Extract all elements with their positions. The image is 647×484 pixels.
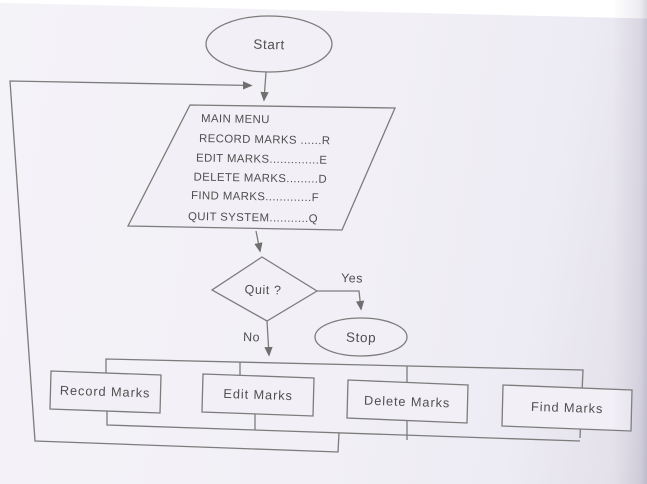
no-branch-arrow (264, 320, 273, 357)
start-terminator (205, 15, 333, 73)
menu-line-find: FIND MARKS.............F (191, 190, 319, 204)
yes-branch-arrow (317, 290, 365, 311)
start-to-menu-arrow (260, 71, 269, 102)
find-marks-label: Find Marks (531, 399, 604, 416)
menu-line-edit: EDIT MARKS..............E (196, 153, 328, 167)
menu-line-quit: QUIT SYSTEM...........Q (188, 211, 318, 225)
menu-line-title: MAIN MENU (201, 113, 270, 126)
record-marks-box (49, 370, 162, 414)
decision-label: Quit ? (244, 283, 281, 298)
start-label: Start (253, 37, 285, 53)
mid-rail-connector (106, 411, 581, 442)
stop-label: Stop (346, 330, 377, 346)
menu-line-delete: DELETE MARKS.........D (193, 172, 327, 186)
yes-label: Yes (341, 271, 363, 286)
menu-line-record: RECORD MARKS ......R (199, 133, 331, 147)
record-marks-label: Record Marks (60, 383, 151, 401)
find-marks-box (501, 384, 633, 432)
edit-marks-label: Edit Marks (223, 386, 293, 403)
delete-marks-label: Delete Marks (364, 393, 451, 411)
menu-to-decision-arrow (254, 230, 263, 253)
page-right-shadow (613, 0, 647, 484)
delete-marks-box (346, 379, 469, 424)
main-menu-parallelogram (126, 104, 396, 231)
loop-return-connector (9, 80, 340, 453)
no-label: No (243, 330, 260, 344)
stop-terminator (314, 317, 408, 357)
edit-marks-box (201, 373, 315, 417)
